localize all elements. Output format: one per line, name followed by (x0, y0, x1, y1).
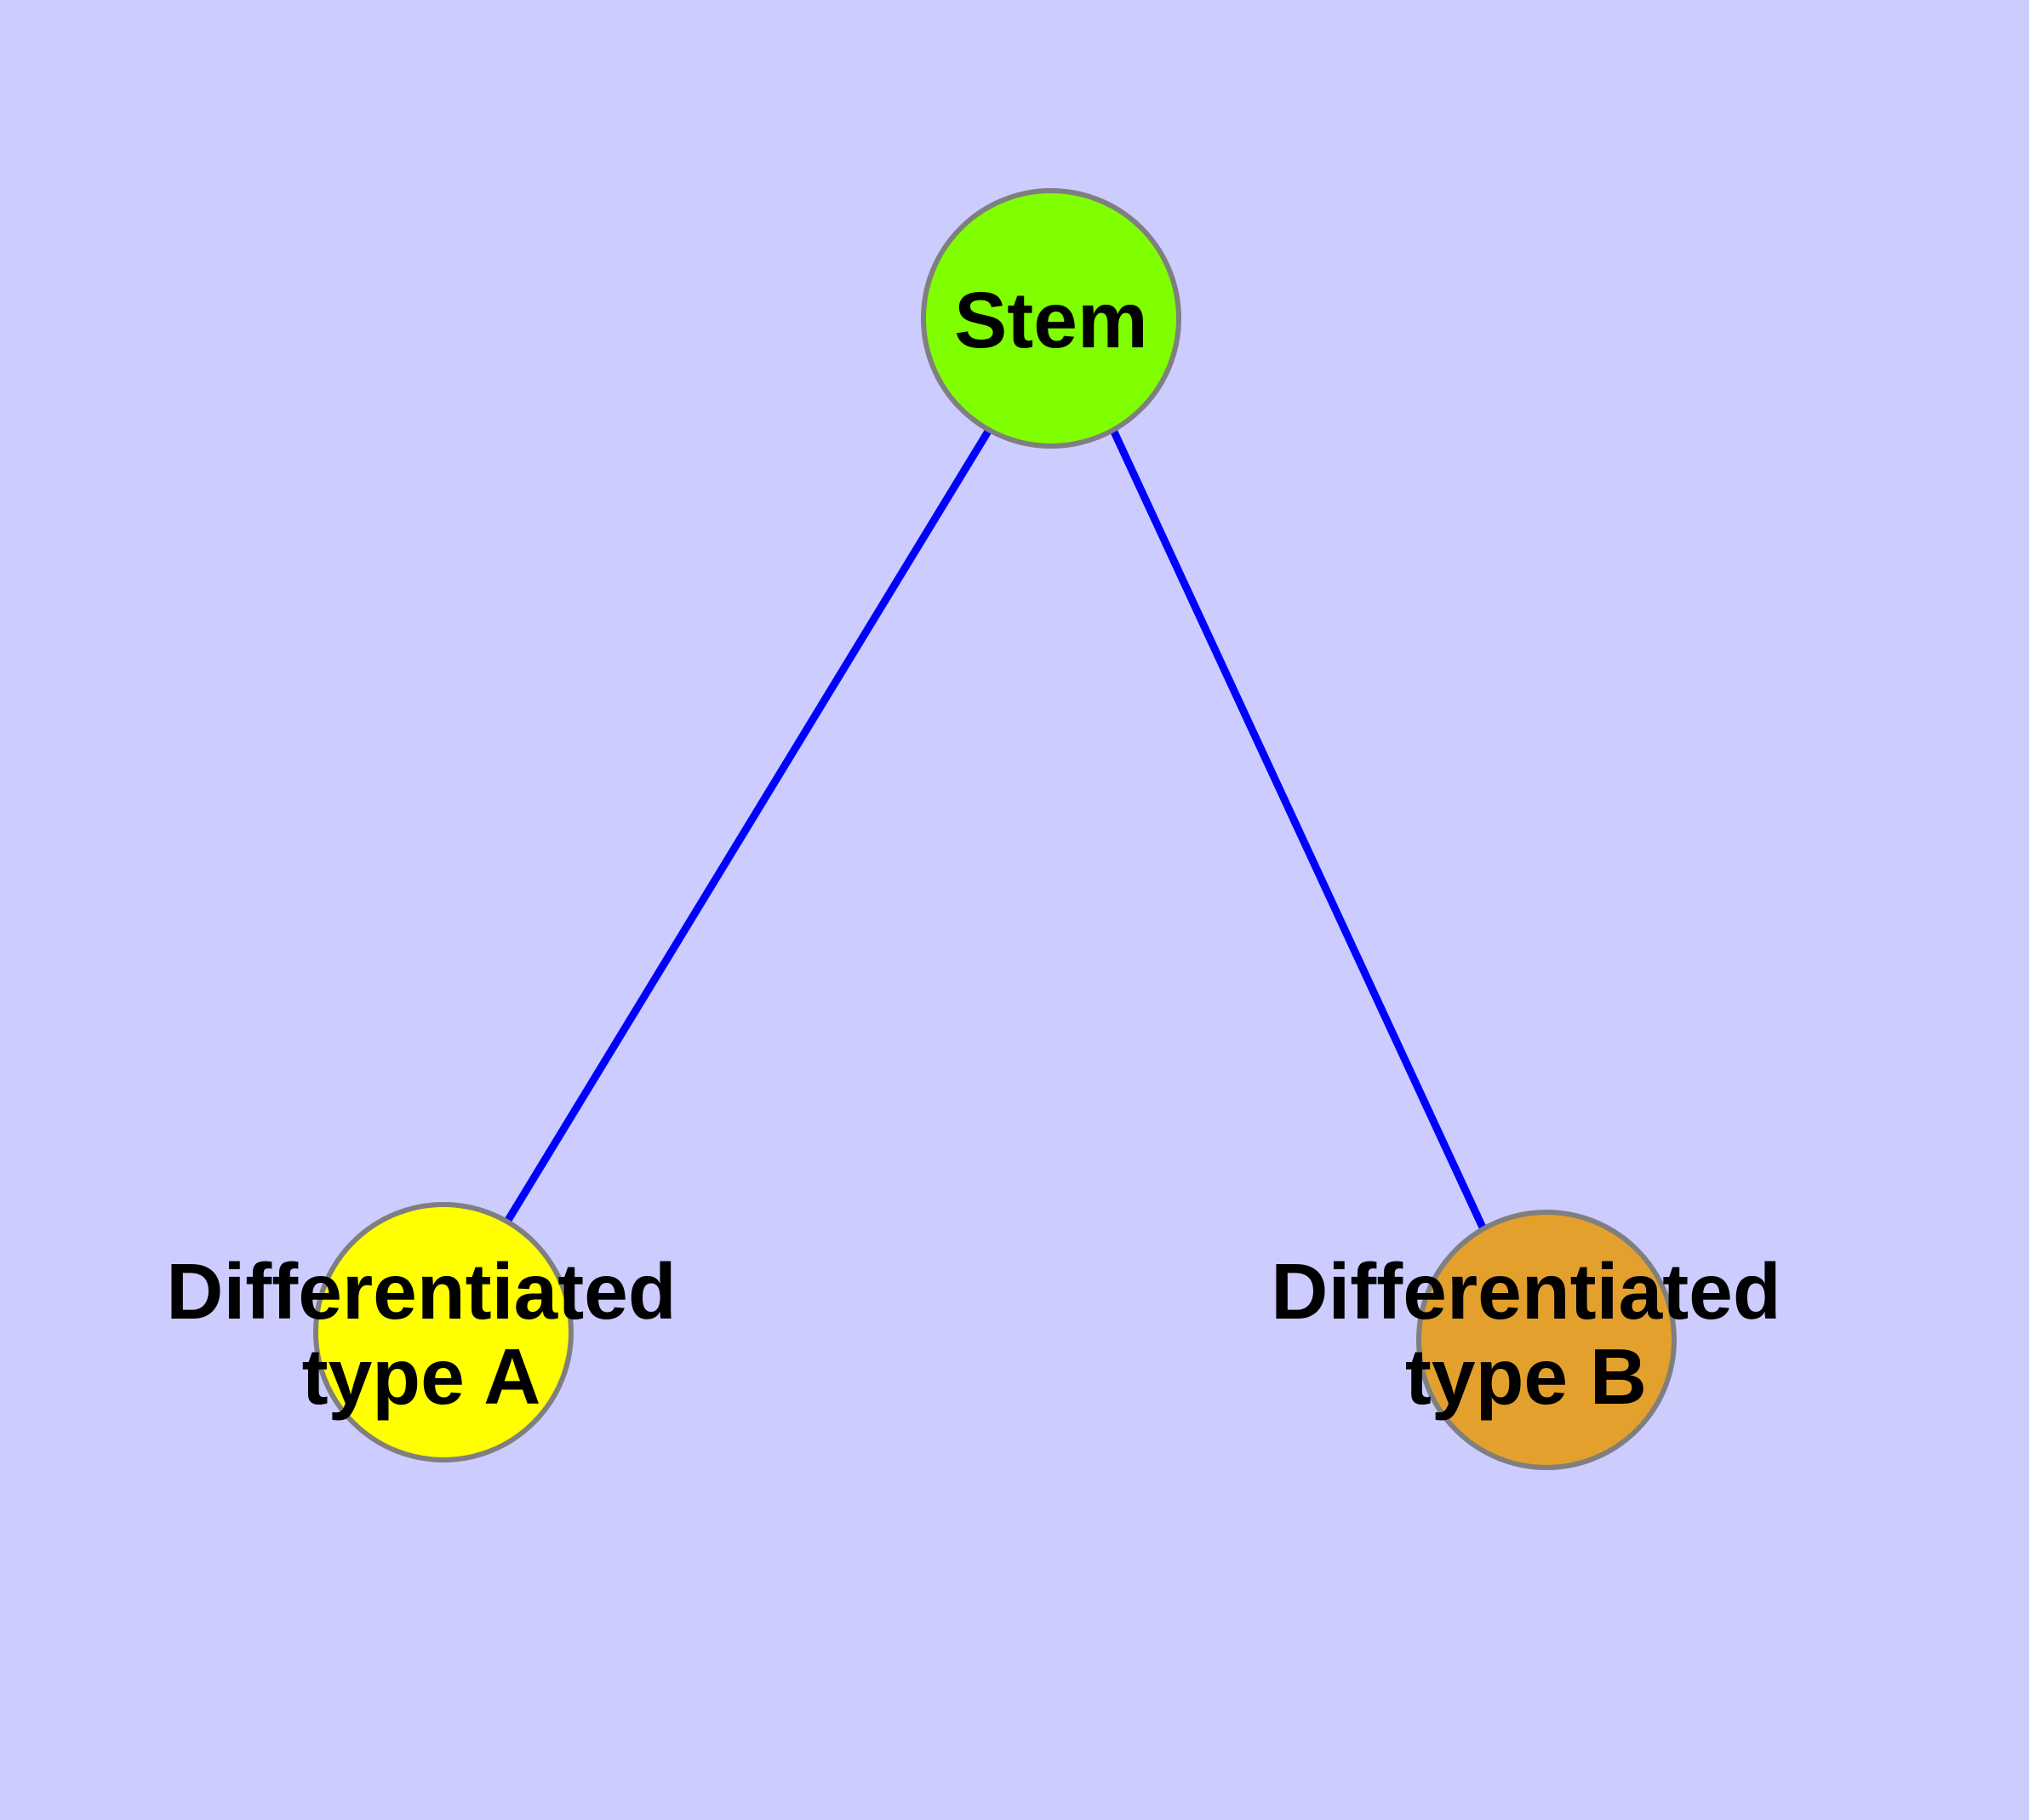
node-differentiated-type-b-label-line1: Differentiated (1271, 1247, 1780, 1336)
edge-stem-to-differentiated-type-b[interactable] (1109, 428, 1488, 1231)
node-differentiated-type-a-label-line1: Differentiated (166, 1247, 676, 1336)
node-differentiated-type-b-circle[interactable] (1416, 1210, 1677, 1470)
node-differentiated-type-b-label-line2: type B (1405, 1332, 1647, 1421)
edges-group (504, 427, 1488, 1231)
node-differentiated-type-a-label-line2: type A (302, 1332, 541, 1421)
node-stem-label-line1: Stem (954, 276, 1147, 364)
node-differentiated-type-a-circle[interactable] (313, 1202, 574, 1462)
nodes-group (313, 188, 1677, 1470)
labels-group: Stem Differentiated type A Differentiate… (166, 276, 1780, 1421)
node-stem-circle[interactable] (921, 188, 1181, 449)
edge-stem-to-differentiated-type-a[interactable] (504, 427, 992, 1224)
node-stem[interactable] (921, 188, 1181, 449)
node-differentiated-type-b[interactable] (1416, 1210, 1677, 1470)
node-differentiated-type-a[interactable] (313, 1202, 574, 1462)
